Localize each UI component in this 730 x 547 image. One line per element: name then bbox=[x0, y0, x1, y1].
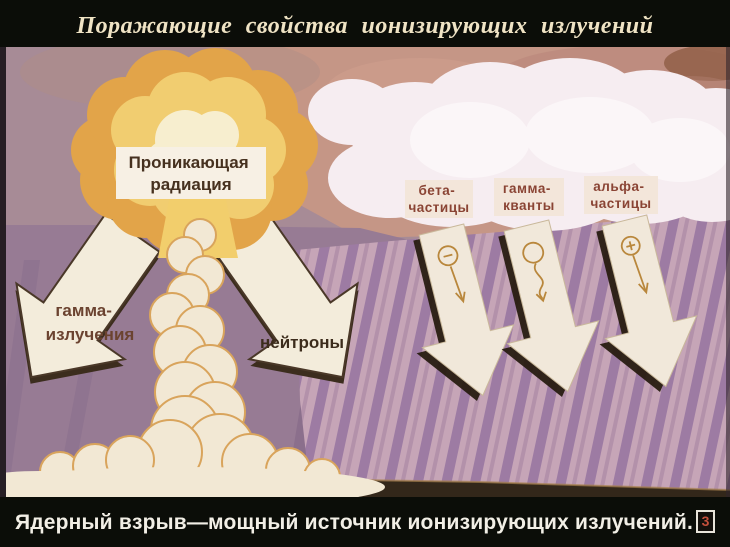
alpha-plus-icon bbox=[620, 235, 649, 295]
frame-number-badge: 3 bbox=[696, 509, 716, 533]
beta-minus-icon bbox=[437, 245, 466, 304]
svg-text:гамма- кванты: гамма- кванты bbox=[503, 181, 555, 213]
slide-title: Поражающие свойства ионизирующих излучен… bbox=[76, 13, 654, 39]
penetrating-radiation-label: Проникающая радиация bbox=[116, 147, 266, 199]
alpha-particle-arrow bbox=[596, 214, 698, 393]
alpha-label: альфа- частицы bbox=[584, 176, 658, 214]
gamma-quanta-label: гамма- кванты bbox=[494, 178, 564, 216]
neutrons-label: нейтроны bbox=[260, 333, 344, 352]
title-bar: Поражающие свойства ионизирующих излучен… bbox=[0, 0, 730, 47]
illustration: Проникающая радиация гамма- излучения не… bbox=[0, 47, 730, 497]
beta-label: бета- частицы bbox=[405, 180, 473, 218]
penetrating-radiation-line2: радиация bbox=[150, 175, 231, 194]
gamma-rays-label: гамма- излучения bbox=[46, 301, 135, 344]
film-edge-left bbox=[0, 47, 6, 497]
film-edge-right bbox=[726, 47, 730, 497]
caption-bar: Ядерный взрыв—мощный источник ионизирующ… bbox=[0, 497, 730, 547]
svg-text:бета- частицы: бета- частицы bbox=[408, 183, 469, 215]
slide-caption: Ядерный взрыв—мощный источник ионизирующ… bbox=[14, 510, 694, 534]
gamma-wave-icon bbox=[522, 241, 547, 303]
svg-text:альфа- частицы: альфа- частицы bbox=[590, 179, 651, 211]
penetrating-radiation-line1: Проникающая bbox=[129, 153, 249, 172]
neutrons-arrow bbox=[213, 212, 359, 384]
smoke-column bbox=[0, 218, 385, 497]
beta-particle-arrow bbox=[413, 223, 515, 402]
gamma-quanta-arrow bbox=[498, 219, 600, 398]
svg-text:Проникающая радиация: Проникающая радиация bbox=[129, 153, 254, 194]
gamma-radiation-arrow bbox=[15, 212, 161, 384]
